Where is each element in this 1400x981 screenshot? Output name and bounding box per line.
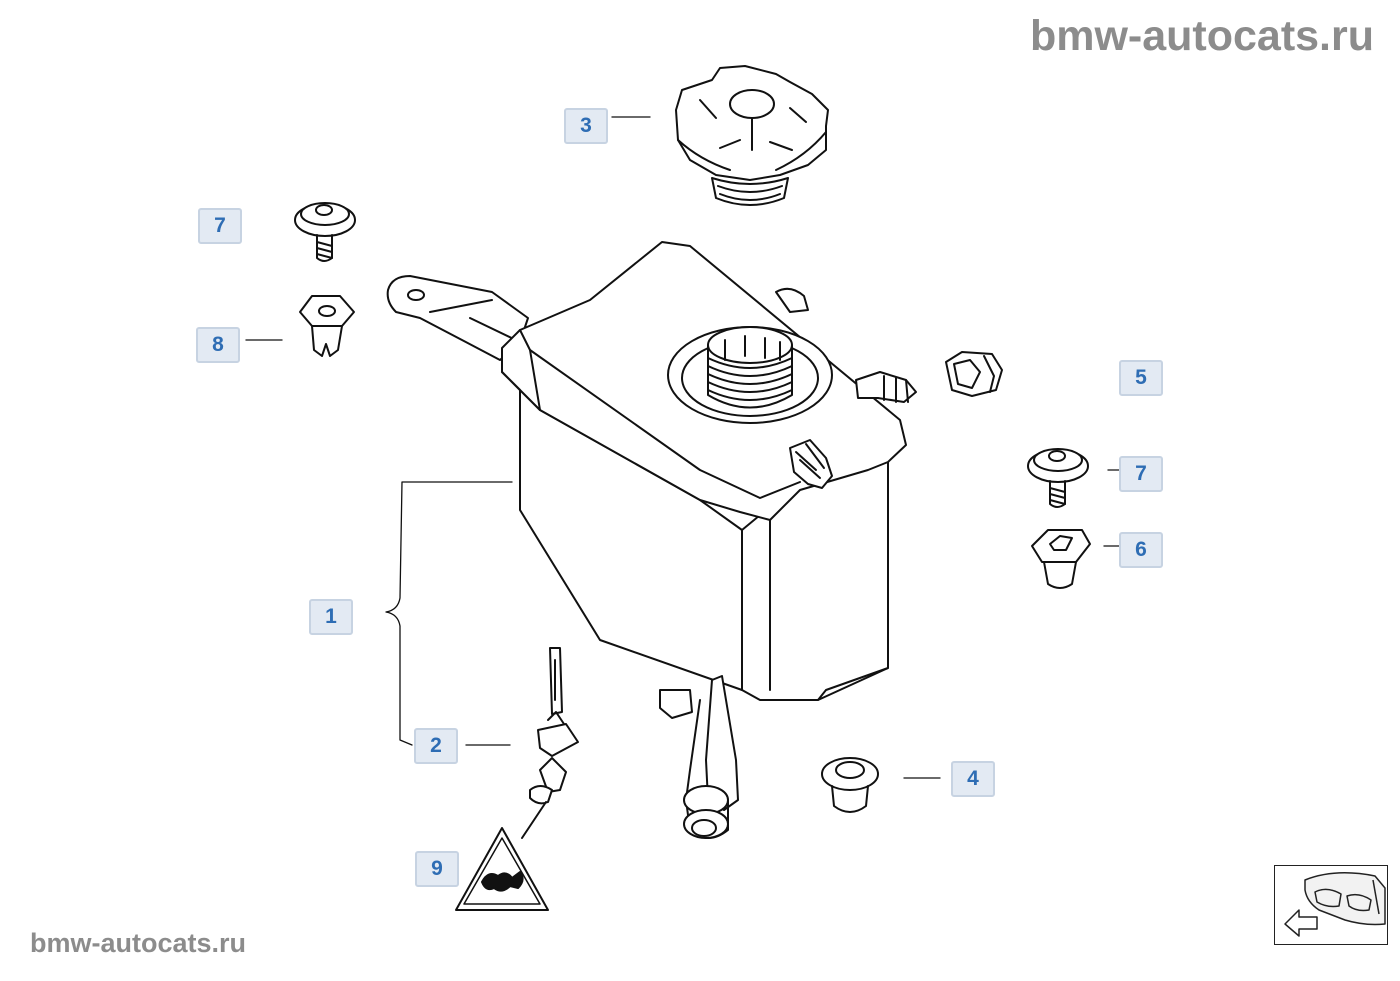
callout-9[interactable]: 9 <box>415 851 459 887</box>
screw-7-left <box>294 202 356 262</box>
callout-4[interactable]: 4 <box>951 761 995 797</box>
callout-2[interactable]: 2 <box>414 728 458 764</box>
expansion-tank <box>386 241 917 839</box>
callout-8[interactable]: 8 <box>196 327 240 363</box>
car-front-arrow-icon <box>1284 872 1386 937</box>
callout-5[interactable]: 5 <box>1119 360 1163 396</box>
callout-1[interactable]: 1 <box>309 599 353 635</box>
spreading-nut-6 <box>1031 529 1091 589</box>
level-sensor-2 <box>521 647 579 839</box>
hot-coolant-warning-icon <box>455 827 549 911</box>
grommet-5 <box>945 351 1003 397</box>
callout-6[interactable]: 6 <box>1119 532 1163 568</box>
clip-nut-8 <box>299 295 355 357</box>
rubber-mount-4 <box>821 757 879 813</box>
callout-3[interactable]: 3 <box>564 108 608 144</box>
callout-7-left[interactable]: 7 <box>198 208 242 244</box>
vehicle-location-thumbnail[interactable] <box>1274 865 1388 945</box>
watermark-bottom: bmw-autocats.ru <box>30 928 247 958</box>
cap-part <box>675 65 829 206</box>
screw-7-right <box>1027 448 1089 508</box>
callout-7-right[interactable]: 7 <box>1119 456 1163 492</box>
leader-lines <box>245 116 1126 779</box>
watermark-top: bmw-autocats.ru <box>1029 12 1374 60</box>
